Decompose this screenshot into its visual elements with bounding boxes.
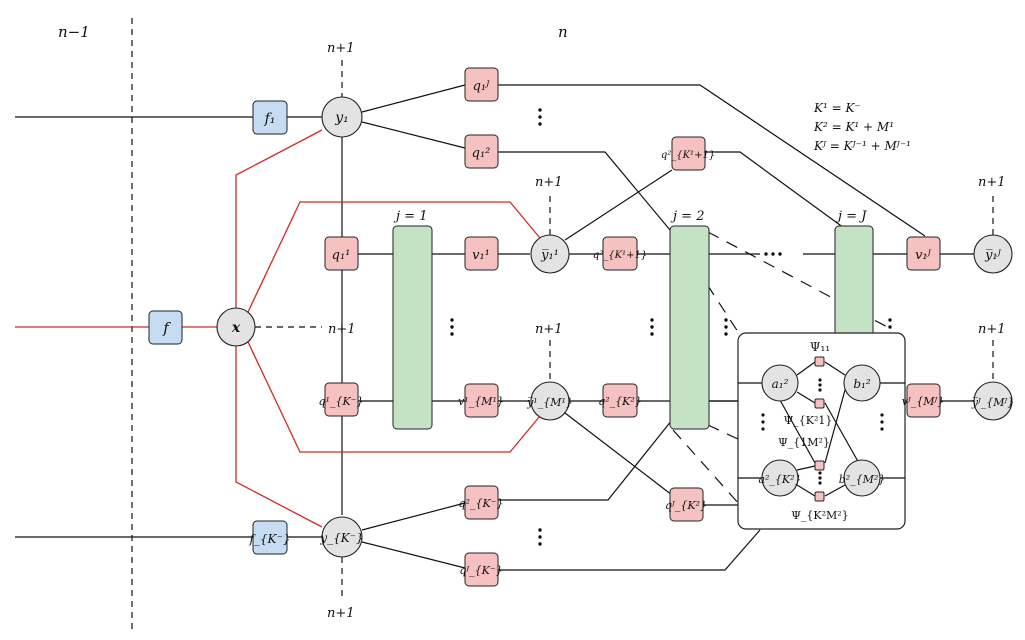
fK-box	[252, 520, 288, 555]
yK-node	[321, 516, 363, 558]
qJK2-label: qᴶ_{K²}	[665, 499, 707, 512]
q2Km-box	[464, 485, 499, 520]
time-labels: n−1 n n+1 n+1 n+1 n+1 n+1 n+1 n+1	[58, 23, 1006, 621]
qK1p1-box	[671, 136, 706, 171]
ybarJ_1-label: y̅₁ᴶ	[984, 248, 1002, 263]
region-prev-label: n−1	[58, 23, 90, 41]
aK-node	[761, 459, 799, 497]
ybar1_1-label: y̅₁¹	[540, 248, 559, 263]
stage-j2-label: j = 2	[670, 209, 704, 224]
equation-1: K¹ = K⁻	[813, 101, 861, 115]
v-boxes: v₁¹ v¹_{M¹} v₁ᴶ vᴶ_{Mᴶ}	[458, 236, 945, 418]
f1-box	[252, 100, 288, 135]
stage-j2-block	[669, 225, 710, 430]
next-label-bottom: n+1	[327, 606, 355, 621]
state-nodes: y₁ y_{K⁻} x y̅₁¹ y̅¹_{M¹} y̅₁ᴶ y̅ᴶ_{Mᴶ}	[216, 96, 1015, 558]
x-label: x	[231, 320, 241, 336]
ybar1_M-label: y̅¹_{M¹}	[526, 396, 573, 409]
b1-label: b₁²	[853, 377, 870, 391]
q-boxes: q₁ᴶ q₁² q²_{K¹+1} q₁¹ q²_{K¹+1} q¹_{K⁻} …	[319, 67, 715, 587]
yK-label: y_{K⁻}	[319, 531, 363, 545]
q11-label: q₁¹	[332, 248, 351, 263]
psi11-label: Ψ₁₁	[810, 340, 830, 354]
stage-jJ-label: j = J	[835, 209, 867, 224]
q2Km-label: q²_{K⁻}	[459, 497, 504, 510]
next-label-ybar1-top: n+1	[535, 175, 563, 190]
equations: K¹ = K⁻ K² = K¹ + M¹ Kᴶ = Kᴶ⁻¹ + Mᴶ⁻¹	[813, 101, 911, 153]
f-label: f	[162, 319, 171, 337]
v11-label: v₁¹	[472, 248, 490, 263]
fK-label: f_{K⁻}	[248, 532, 290, 546]
equation-3: Kᴶ = Kᴶ⁻¹ + Mᴶ⁻¹	[813, 139, 911, 153]
f-box	[148, 310, 183, 345]
qJK2-box	[669, 487, 704, 522]
v1M-label: v¹_{M¹}	[458, 395, 504, 408]
psiK1-label: Ψ_{K²1}	[784, 414, 833, 427]
q1Km-box	[324, 382, 359, 417]
bM-label: b²_{M²}	[839, 473, 886, 486]
y1-label: y₁	[334, 110, 349, 126]
q21-label: q₁²	[472, 146, 491, 161]
b1-node	[843, 364, 881, 402]
q2K2-box	[602, 383, 638, 418]
qK1p1-label: q²_{K¹+1}	[661, 150, 715, 161]
stage-blocks: j = 1 j = 2 j = J	[392, 209, 874, 430]
ellipsis-dots	[761, 378, 884, 485]
ybarJ_M-label: y̅ᴶ_{Mᴶ}	[971, 396, 1015, 409]
psi11-factor	[814, 356, 825, 367]
stage-j1-label: j = 1	[393, 209, 427, 224]
q2K1p1-box	[602, 236, 638, 271]
psi1M-label: Ψ_{1M²}	[778, 436, 830, 449]
ybar1_M-node	[530, 381, 570, 421]
qJKm-box	[464, 552, 499, 587]
vJ1-box	[906, 236, 941, 271]
stage-j1-block	[392, 225, 433, 430]
q1Km-label: q¹_{K⁻}	[319, 395, 364, 408]
next-label-top: n+1	[327, 41, 355, 56]
region-curr-label: n	[558, 23, 568, 41]
v11-box	[464, 236, 499, 271]
y1-node	[321, 96, 363, 138]
factor-boxes: f₁ f f_{K⁻}	[148, 100, 291, 555]
next-label-ybar1-mid: n+1	[535, 322, 563, 337]
ybarJ_M-node	[973, 381, 1013, 421]
stage-jJ-block	[834, 225, 874, 337]
q2K2-label: q²_{K²}	[598, 395, 642, 408]
equation-2: K² = K¹ + M¹	[813, 120, 894, 134]
red-edges	[15, 129, 541, 528]
qJ1-box	[464, 67, 499, 102]
main-ellipsis-dots	[450, 108, 892, 546]
psiKM-label: Ψ_{K²M²}	[791, 509, 848, 522]
next-label-ybarJ-top: n+1	[978, 175, 1006, 190]
psiK1-factor	[814, 398, 825, 409]
ybar1_1-node	[530, 234, 570, 274]
a1-label: a₁²	[772, 377, 789, 391]
vJM-box	[906, 383, 941, 418]
next-label-mid-left: n+1	[328, 322, 356, 337]
q11-box	[324, 236, 359, 271]
vJM-label: vᴶ_{Mᴶ}	[902, 395, 945, 408]
q21-box	[464, 134, 499, 169]
q2K1p1-label: q²_{K¹+1}	[593, 250, 647, 261]
black-edges	[15, 84, 975, 571]
inset-panel: a₁² a²_{K²} b₁² b²_{M²} Ψ₁₁ Ψ_{K²1} Ψ_{1…	[737, 332, 906, 530]
psi1M-factor	[814, 460, 825, 471]
v1M-box	[464, 383, 499, 418]
vJ1-label: v₁ᴶ	[915, 248, 932, 263]
next-label-ybarJ-mid: n+1	[978, 322, 1006, 337]
aK-label: a²_{K²}	[758, 473, 801, 486]
f1-label: f₁	[264, 111, 276, 127]
qJKm-label: qᴶ_{K⁻}	[459, 564, 502, 577]
a1-node	[761, 364, 799, 402]
ybarJ_1-node	[973, 234, 1013, 274]
bM-node	[843, 459, 881, 497]
x-node	[216, 307, 256, 347]
qJ1-label: q₁ᴶ	[473, 79, 491, 94]
psiKM-factor	[814, 491, 825, 502]
